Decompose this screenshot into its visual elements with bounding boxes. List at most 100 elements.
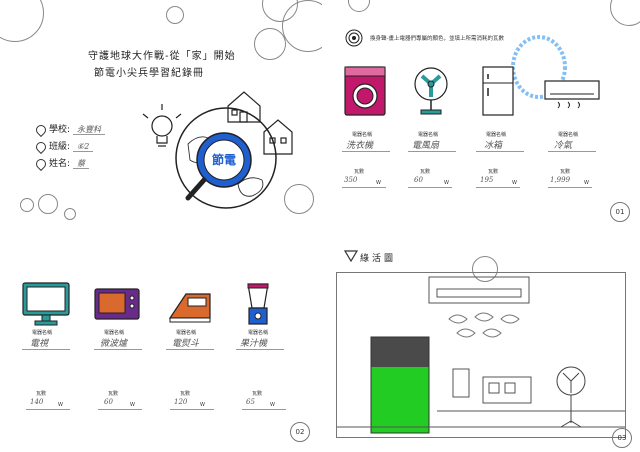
page-number: 03 [612, 428, 632, 448]
fan-drawing [556, 366, 586, 428]
watt-label: 瓦數 [36, 391, 47, 397]
blender-icon [247, 283, 269, 325]
location-pin-icon [33, 139, 49, 154]
appliance-name-label: 電器名稱 [486, 132, 507, 138]
light-bulb-icon [142, 104, 182, 147]
appliance-name-value: 電熨斗 [172, 339, 200, 349]
watt-underline [548, 187, 592, 188]
cover-subtitle: 節電小尖兵學習紀錄冊 [94, 68, 204, 79]
watt-label: 瓦數 [560, 169, 571, 175]
appliance-name-label: 電器名稱 [352, 132, 373, 138]
decorative-bubble [348, 0, 370, 12]
appliance-name-value: 電風扇 [412, 141, 440, 151]
class-field: 班級:⑥2 [33, 139, 94, 154]
appliance-name-label: 電器名稱 [176, 330, 197, 336]
appliance-name-value: 微波爐 [100, 339, 128, 349]
watt-unit: W [444, 180, 449, 186]
logo-text: 節電 [212, 152, 236, 167]
watt-unit: W [584, 180, 589, 186]
child-drawing [337, 276, 625, 434]
watt-underline [476, 187, 520, 188]
appliance-name-label: 電器名稱 [104, 330, 125, 336]
watt-label: 瓦數 [354, 169, 365, 175]
decorative-bubble [38, 194, 58, 214]
decorative-bubble [284, 184, 314, 214]
magnifier-icon [185, 132, 252, 201]
watt-underline [26, 409, 70, 410]
cover-panel: 守護地球大作戰-從「家」開始 節電小尖兵學習紀錄冊 學校:永豐科 班級:⑥2 姓… [0, 0, 322, 226]
page-number: 01 [610, 202, 630, 222]
watt-value: 60 [104, 398, 113, 406]
watt-label: 瓦數 [180, 391, 191, 397]
air-conditioner-icon [544, 80, 600, 109]
building-icon [263, 119, 293, 155]
decorative-bubble [472, 256, 498, 282]
iron-icon [168, 293, 211, 323]
appliance-name-label: 電器名稱 [558, 132, 579, 138]
refrigerator-icon [482, 66, 514, 116]
watt-unit: W [200, 402, 205, 408]
name-underline [236, 349, 284, 350]
monitor-icon [22, 282, 70, 326]
fan-icon [414, 67, 448, 115]
decorative-bubble [166, 6, 184, 24]
page-01-panel: 換身聲-畫上電器們專屬的顏色，並填上所需消耗的瓦數 電器名稱 洗衣機 電器名稱 … [322, 0, 640, 226]
watt-underline [342, 187, 386, 188]
name-underline [166, 349, 214, 350]
watt-underline [408, 187, 452, 188]
name-underline [94, 349, 142, 350]
decorative-bubble [282, 0, 322, 52]
name-underline [22, 349, 70, 350]
watt-underline [170, 409, 214, 410]
watt-underline [98, 409, 142, 410]
lifemap-title: 綠活圖 [360, 254, 397, 264]
appliance-name-value: 果汁機 [240, 339, 268, 349]
name-field: 姓名:蔡 [33, 156, 90, 171]
appliance-name-value: 冷氣 [554, 141, 573, 151]
microwave-icon [94, 288, 140, 320]
decorative-bubble [64, 208, 76, 220]
watt-label: 瓦數 [108, 391, 119, 397]
watt-label: 瓦數 [252, 391, 263, 397]
page-number: 02 [290, 422, 310, 442]
decorative-bubble [20, 198, 34, 212]
house-icon [227, 91, 261, 123]
watt-value: 60 [414, 176, 423, 184]
triangle-icon [344, 250, 358, 262]
location-pin-icon [33, 122, 49, 137]
cover-title: 守護地球大作戰-從「家」開始 [88, 51, 236, 62]
watt-unit: W [512, 180, 517, 186]
appliance-name-value: 洗衣機 [346, 141, 374, 151]
watt-value: 120 [174, 398, 188, 406]
appliance-name-label: 電器名稱 [418, 132, 439, 138]
appliance-name-value: 電視 [30, 339, 49, 349]
watt-unit: W [270, 402, 275, 408]
name-underline [476, 151, 524, 152]
name-underline [548, 151, 596, 152]
drawing-frame [336, 272, 626, 438]
watt-value: 195 [480, 176, 494, 184]
name-underline [342, 151, 390, 152]
watt-unit: W [130, 402, 135, 408]
watt-underline [242, 409, 286, 410]
location-pin-icon [33, 156, 49, 171]
earth-illustration: 節電 [142, 91, 293, 209]
watt-value: 350 [344, 176, 358, 184]
watt-value: 65 [246, 398, 255, 406]
school-field: 學校:永豐科 [33, 122, 106, 137]
name-underline [408, 151, 456, 152]
page-03-panel: 綠活圖 [322, 226, 640, 452]
target-icon [345, 29, 363, 47]
washing-machine-icon [344, 66, 386, 116]
decorative-bubble [0, 0, 44, 42]
decorative-bubble [254, 28, 286, 60]
watt-unit: W [58, 402, 63, 408]
watt-value: 140 [30, 398, 44, 406]
watt-label: 瓦數 [420, 169, 431, 175]
watt-label: 瓦數 [488, 169, 499, 175]
page-02-panel: 電器名稱 電視 電器名稱 微波爐 電器名稱 電熨斗 電器名稱 果汁機 瓦數 14… [0, 226, 322, 452]
appliance-name-value: 冰箱 [484, 141, 503, 151]
appliance-name-label: 電器名稱 [248, 330, 269, 336]
decorative-bubble [610, 0, 640, 26]
appliance-name-label: 電器名稱 [32, 330, 53, 336]
